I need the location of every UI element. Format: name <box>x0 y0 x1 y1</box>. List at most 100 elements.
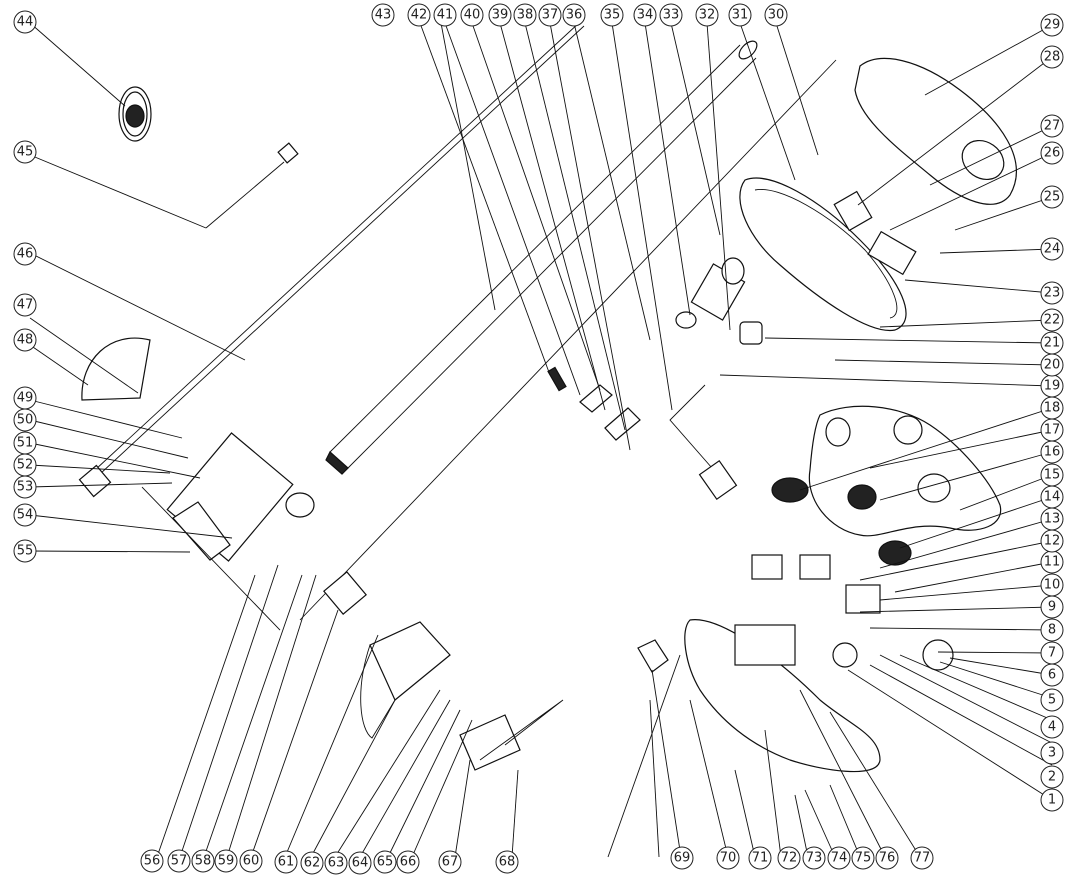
callout-number: 30 <box>768 8 785 23</box>
callout-66[interactable]: 66 <box>396 850 420 874</box>
callout-55[interactable]: 55 <box>13 539 37 563</box>
callout-73[interactable]: 73 <box>802 846 826 870</box>
callout-27[interactable]: 27 <box>1040 114 1064 138</box>
callout-number: 17 <box>1044 423 1061 438</box>
callout-16[interactable]: 16 <box>1040 440 1064 464</box>
callout-54[interactable]: 54 <box>13 503 37 527</box>
callout-5[interactable]: 5 <box>1040 688 1064 712</box>
callout-51[interactable]: 51 <box>13 431 37 455</box>
callout-26[interactable]: 26 <box>1040 141 1064 165</box>
callout-20[interactable]: 20 <box>1040 353 1064 377</box>
callout-71[interactable]: 71 <box>748 846 772 870</box>
callout-number: 49 <box>17 391 34 406</box>
callout-39[interactable]: 39 <box>488 3 512 27</box>
callout-62[interactable]: 62 <box>300 851 324 875</box>
callout-number: 26 <box>1044 146 1061 161</box>
callout-41[interactable]: 41 <box>433 3 457 27</box>
callout-9[interactable]: 9 <box>1040 595 1064 619</box>
callout-12[interactable]: 12 <box>1040 529 1064 553</box>
callout-7[interactable]: 7 <box>1040 641 1064 665</box>
callout-17[interactable]: 17 <box>1040 418 1064 442</box>
callout-number: 15 <box>1044 468 1061 483</box>
callout-45[interactable]: 45 <box>13 140 37 164</box>
callout-63[interactable]: 63 <box>324 851 348 875</box>
callout-number: 64 <box>352 856 369 871</box>
potentiometer-part <box>832 642 858 668</box>
callout-32[interactable]: 32 <box>695 3 719 27</box>
callout-72[interactable]: 72 <box>777 846 801 870</box>
remote-control-part <box>118 86 152 142</box>
callout-65[interactable]: 65 <box>373 850 397 874</box>
knob-part <box>922 639 954 671</box>
callout-31[interactable]: 31 <box>728 3 752 27</box>
callout-53[interactable]: 53 <box>13 475 37 499</box>
callout-15[interactable]: 15 <box>1040 463 1064 487</box>
callout-18[interactable]: 18 <box>1040 396 1064 420</box>
callout-number: 66 <box>400 855 417 870</box>
callout-34[interactable]: 34 <box>633 3 657 27</box>
callout-75[interactable]: 75 <box>851 846 875 870</box>
callout-77[interactable]: 77 <box>910 846 934 870</box>
callout-58[interactable]: 58 <box>191 849 215 873</box>
callout-number: 77 <box>914 851 931 866</box>
callout-number: 76 <box>879 851 896 866</box>
callout-40[interactable]: 40 <box>460 3 484 27</box>
callout-number: 71 <box>752 851 769 866</box>
button-cap-part <box>878 540 912 566</box>
callout-30[interactable]: 30 <box>764 3 788 27</box>
callout-number: 32 <box>699 8 716 23</box>
callout-52[interactable]: 52 <box>13 453 37 477</box>
callout-47[interactable]: 47 <box>13 293 37 317</box>
callout-74[interactable]: 74 <box>827 846 851 870</box>
callout-22[interactable]: 22 <box>1040 308 1064 332</box>
callout-number: 41 <box>437 8 454 23</box>
callout-48[interactable]: 48 <box>13 328 37 352</box>
callout-56[interactable]: 56 <box>140 849 164 873</box>
callout-number: 6 <box>1048 668 1056 683</box>
callout-25[interactable]: 25 <box>1040 185 1064 209</box>
callout-14[interactable]: 14 <box>1040 485 1064 509</box>
callout-number: 9 <box>1048 600 1056 615</box>
callout-29[interactable]: 29 <box>1040 13 1064 37</box>
callout-43[interactable]: 43 <box>371 3 395 27</box>
callout-46[interactable]: 46 <box>13 242 37 266</box>
callout-number: 65 <box>377 855 394 870</box>
callout-67[interactable]: 67 <box>438 850 462 874</box>
callout-number: 24 <box>1044 242 1061 257</box>
callout-59[interactable]: 59 <box>214 849 238 873</box>
callout-8[interactable]: 8 <box>1040 618 1064 642</box>
callout-37[interactable]: 37 <box>538 3 562 27</box>
callout-number: 27 <box>1044 119 1061 134</box>
callout-21[interactable]: 21 <box>1040 331 1064 355</box>
callout-11[interactable]: 11 <box>1040 550 1064 574</box>
callout-36[interactable]: 36 <box>562 3 586 27</box>
callout-10[interactable]: 10 <box>1040 573 1064 597</box>
callout-50[interactable]: 50 <box>13 408 37 432</box>
callout-24[interactable]: 24 <box>1040 237 1064 261</box>
callout-68[interactable]: 68 <box>495 850 519 874</box>
callout-49[interactable]: 49 <box>13 386 37 410</box>
callout-60[interactable]: 60 <box>239 849 263 873</box>
callout-42[interactable]: 42 <box>407 3 431 27</box>
callout-6[interactable]: 6 <box>1040 663 1064 687</box>
callout-70[interactable]: 70 <box>716 846 740 870</box>
steering-rod-part <box>299 59 837 621</box>
callout-61[interactable]: 61 <box>274 850 298 874</box>
callout-3[interactable]: 3 <box>1040 741 1064 765</box>
callout-28[interactable]: 28 <box>1040 45 1064 69</box>
callout-23[interactable]: 23 <box>1040 281 1064 305</box>
callout-33[interactable]: 33 <box>659 3 683 27</box>
callout-44[interactable]: 44 <box>13 10 37 34</box>
callout-1[interactable]: 1 <box>1040 788 1064 812</box>
callout-19[interactable]: 19 <box>1040 374 1064 398</box>
callout-35[interactable]: 35 <box>600 3 624 27</box>
callout-57[interactable]: 57 <box>167 849 191 873</box>
callout-2[interactable]: 2 <box>1040 765 1064 789</box>
callout-64[interactable]: 64 <box>348 851 372 875</box>
callout-4[interactable]: 4 <box>1040 715 1064 739</box>
callout-13[interactable]: 13 <box>1040 507 1064 531</box>
callout-76[interactable]: 76 <box>875 846 899 870</box>
callout-38[interactable]: 38 <box>513 3 537 27</box>
callout-number: 53 <box>17 480 34 495</box>
callout-69[interactable]: 69 <box>670 846 694 870</box>
